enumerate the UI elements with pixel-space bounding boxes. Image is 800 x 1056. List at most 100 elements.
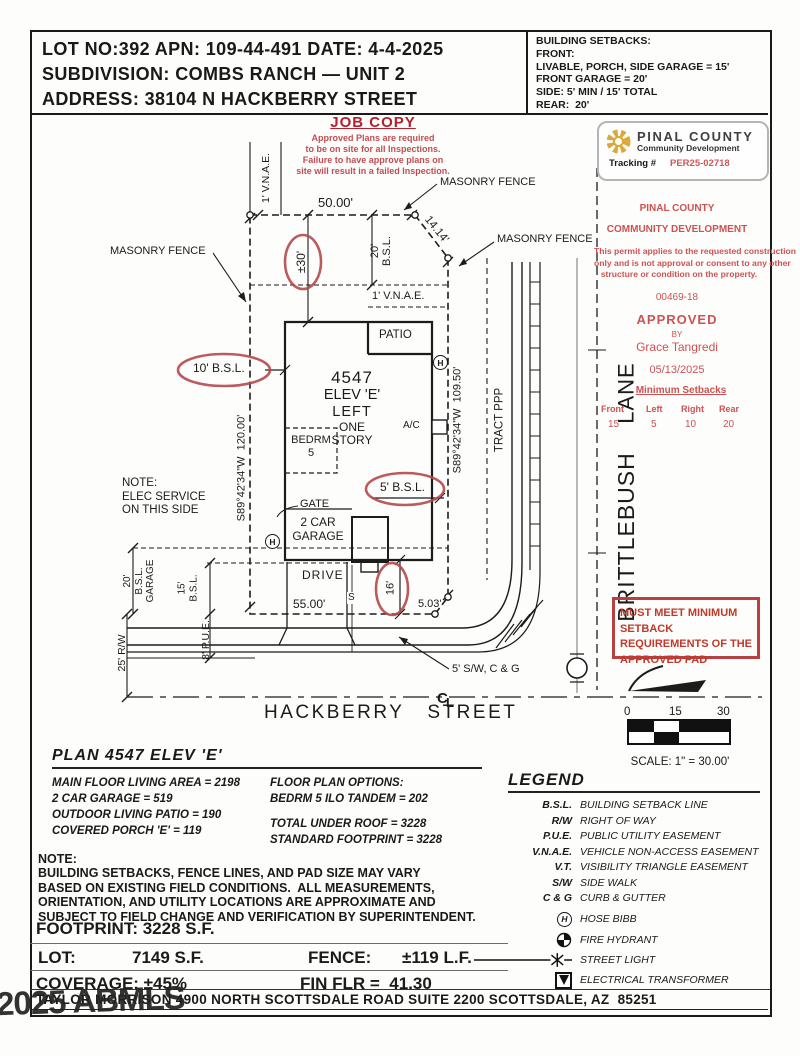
legend-abbr: V.T.: [554, 861, 572, 873]
finish-floor-value: FIN FLR = 41.30: [300, 974, 432, 993]
stamp-date: 05/13/2025: [649, 364, 705, 376]
dim-20bsl-garage: 20' B.S.L. GARAGE: [121, 559, 156, 603]
plan-title: PLAN 4547 ELEV 'E': [52, 747, 482, 769]
vnae-label-top: 1' V.N.A.E.: [259, 152, 272, 204]
highlight-10bsl: [176, 352, 272, 388]
legend-abbr: B.S.L.: [542, 799, 572, 811]
gate-leader: [276, 505, 299, 518]
electrical-transformer-icon: [555, 971, 572, 989]
legend-desc: ELECTRICAL TRANSFORMER: [580, 974, 729, 986]
plan-totals: TOTAL UNDER ROOF = 3228 STANDARD FOOTPRI…: [270, 818, 442, 846]
highlight-16ft: [374, 561, 410, 617]
dim-5ft: 5.03': [418, 598, 442, 610]
stamp-value-rear: 20: [723, 419, 735, 430]
fence-label: FENCE:: [308, 948, 372, 967]
masonry-fence-right: MASONRY FENCE: [497, 233, 593, 245]
centerline-symbol-c: C: [437, 690, 448, 707]
footprint-value: FOOTPRINT: 3228 S.F.: [36, 919, 215, 938]
hose-bibb-icon: H: [557, 911, 572, 927]
plan-area-table: PLAN 4547 ELEV 'E' MAIN FLOOR LIVING ARE…: [52, 747, 482, 848]
pinal-county-sun-icon: [606, 129, 631, 154]
scale-bar: 0 15 30: [624, 706, 731, 745]
stamp-header-rear: Rear: [719, 404, 740, 414]
street-name-hackberry: HACKBERRY STREET: [264, 702, 518, 723]
dim-15bsl: 15' B.S.L.: [176, 574, 200, 602]
job-copy-body: Approved Plans are required to be on sit…: [296, 133, 450, 176]
hose-bibb-icon: H: [265, 534, 280, 549]
stamp-county: PINAL COUNTY: [639, 203, 715, 214]
fence-value: ±119 L.F.: [402, 948, 472, 967]
tract-label: TRACT PPP: [493, 387, 506, 453]
divider: [30, 989, 770, 990]
highlight-5bsl: [364, 471, 446, 507]
garage-label: 2 CAR GARAGE: [292, 515, 344, 543]
title-block: LOT NO:392 APN: 109-44-491 DATE: 4-4-202…: [30, 30, 528, 115]
house-orientation: LEFT: [332, 404, 372, 420]
dim-30ft-circled: ±30': [294, 250, 309, 274]
plan-areas-left: MAIN FLOOR LIVING AREA = 2198 2 CAR GARA…: [52, 777, 240, 837]
stamp-permit-number: 00469-18: [655, 292, 699, 303]
scale-tick-0: 0: [624, 706, 631, 718]
vnae-label-mid: 1' V.N.A.E.: [372, 290, 425, 302]
sewer-marker: S: [347, 592, 356, 604]
stamp-approved: APPROVED: [636, 312, 718, 327]
hose-bibb-icon: H: [433, 355, 448, 370]
legend-abbr: S/W: [552, 876, 572, 889]
masonry-fence-top: MASONRY FENCE: [440, 176, 536, 188]
plan-options: FLOOR PLAN OPTIONS: BEDRM 5 ILO TANDEM =…: [270, 777, 428, 805]
legend-desc: RIGHT OF WAY: [580, 814, 656, 827]
legend-desc: HOSE BIBB: [580, 913, 637, 925]
dim-16ft-circled: 16': [384, 580, 397, 596]
house-outline: [283, 320, 434, 562]
stamp-header-front: Front: [601, 404, 624, 414]
masonry-fence-left: MASONRY FENCE: [110, 245, 206, 257]
legend-desc: STREET LIGHT: [580, 953, 656, 966]
drive-label: DRIVE: [302, 568, 344, 582]
job-copy-note: JOB COPY Approved Plans are required to …: [283, 114, 463, 177]
legend-abbr: V.N.A.E.: [532, 845, 572, 858]
county-name: PINAL COUNTY: [637, 129, 754, 144]
stamp-header-left: Left: [646, 404, 663, 414]
legend-desc: BUILDING SETBACK LINE: [580, 799, 708, 811]
tracking-label: Tracking #: [609, 158, 656, 169]
hose-bibb-letter: H: [437, 357, 444, 368]
stamp-approver: Grace Tangredi: [636, 340, 718, 354]
hose-bibb-letter: H: [561, 914, 568, 924]
lot-apn-date: LOT NO:392 APN: 109-44-491 DATE: 4-4-202…: [42, 39, 444, 59]
lot-value: 7149 S.F.: [132, 948, 204, 967]
page-border: [30, 30, 772, 1017]
scale-label: SCALE: 1" = 30.00': [630, 756, 730, 768]
stamp-value-front: 15: [608, 419, 620, 430]
general-note: NOTE: BUILDING SETBACKS, FENCE LINES, AN…: [38, 852, 476, 924]
legend-desc: VEHICLE NON-ACCESS EASEMENT: [580, 845, 759, 858]
legend-abbr: P.U.E.: [543, 830, 572, 842]
stamp-by: BY: [671, 330, 683, 339]
north-arrow-icon: [628, 665, 706, 692]
dim-west-bearing: S89°42'34"W 120.00': [235, 414, 248, 522]
building-setbacks-box: BUILDING SETBACKS: FRONT: LIVABLE, PORCH…: [528, 30, 768, 115]
tracking-number: PER25-02718: [670, 158, 730, 169]
setback-requirement-box: MUST MEET MINIMUM SETBACK REQUIREMENTS O…: [612, 597, 760, 666]
job-copy-title: JOB COPY: [330, 114, 416, 131]
legend-title: LEGEND: [508, 770, 760, 793]
divider: [30, 970, 508, 971]
scale-tick-15: 15: [669, 706, 682, 718]
builder-address: TAYLOR MORRISON 4900 NORTH SCOTTSDALE RO…: [36, 992, 657, 1007]
dim-25rw: 25' R/W: [115, 634, 128, 672]
dim-east-bearing: S89°42'34"W 109.50': [451, 366, 464, 474]
hose-bibb-letter: H: [269, 536, 276, 547]
bedroom5-option: [284, 427, 338, 474]
legend-desc: SIDE WALK: [580, 876, 637, 889]
street-name-lane: LANE: [613, 362, 639, 424]
divider: [30, 943, 508, 944]
legend-desc: VISIBILITY TRIANGLE EASEMENT: [580, 861, 748, 873]
address: ADDRESS: 38104 N HACKBERRY STREET: [42, 89, 418, 109]
stamp-disclaimer: This permit applies to the requested con…: [594, 246, 796, 279]
dim-5bsl-circled: 5' B.S.L.: [380, 480, 425, 494]
house-elevation: ELEV 'E': [323, 387, 381, 403]
patio-label: PATIO: [379, 329, 412, 341]
stamp-value-left: 5: [651, 419, 657, 430]
legend-desc: CURB & GUTTER: [580, 892, 666, 904]
centerline-symbol-l: L: [446, 695, 454, 710]
